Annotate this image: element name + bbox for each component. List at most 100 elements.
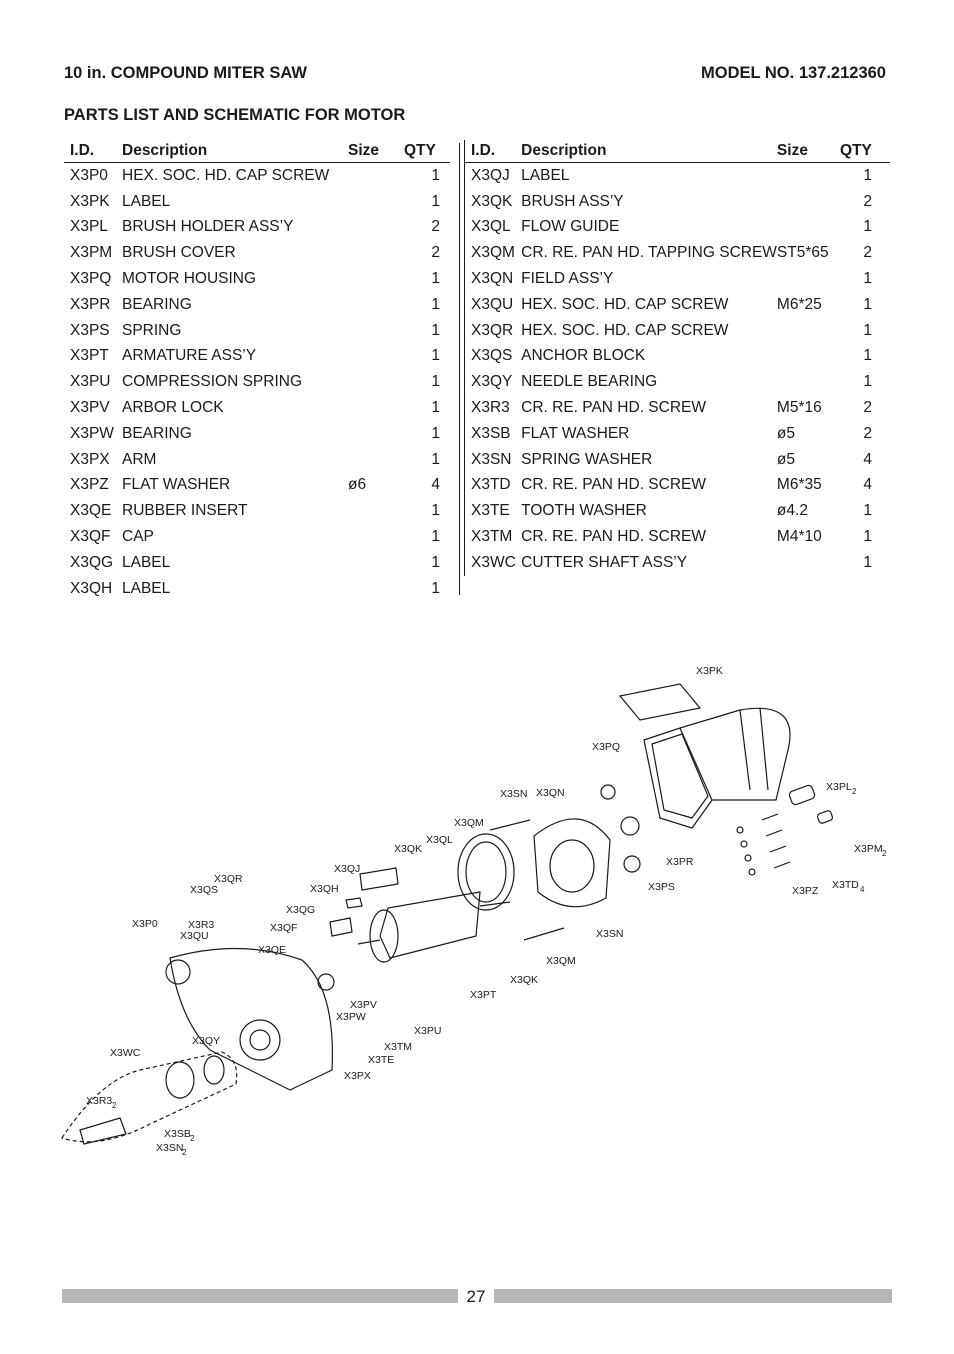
- part-qty: 1: [863, 166, 872, 184]
- part-id: X3PQ: [70, 270, 112, 288]
- part-qty: 1: [431, 399, 440, 417]
- part-id: X3QR: [471, 321, 514, 339]
- callout-x3pq: X3PQ: [592, 741, 620, 753]
- part-description: BRUSH HOLDER ASS’Y: [122, 218, 294, 236]
- part-size: ST5*65: [776, 244, 829, 262]
- part-description: COMPRESSION SPRING: [122, 373, 302, 391]
- part-id: X3PT: [70, 347, 109, 365]
- part-qty: 1: [431, 321, 440, 339]
- table-row: X3PL BRUSH HOLDER ASS’Y 2: [64, 215, 450, 241]
- part-id: X3QN: [471, 270, 514, 288]
- part-description: FLAT WASHER: [521, 424, 630, 442]
- part-description: CR. RE. PAN HD. SCREW: [521, 399, 707, 417]
- callout-x3pm: X3PM: [854, 843, 883, 855]
- part-id: X3PV: [70, 399, 110, 417]
- part-qty: 1: [863, 270, 872, 288]
- part-id: X3PL: [70, 218, 108, 236]
- section-title: PARTS LIST AND SCHEMATIC FOR MOTOR: [64, 106, 406, 124]
- part-description: CAP: [122, 528, 154, 546]
- part-size: M6*35: [776, 476, 822, 494]
- part-qty: 1: [431, 347, 440, 365]
- column-header-qty: QTY: [404, 140, 450, 163]
- screw-set-drawing: [736, 813, 791, 876]
- part-qty: 1: [863, 347, 872, 365]
- part-description: ARBOR LOCK: [122, 399, 224, 417]
- part-qty: 1: [863, 373, 872, 391]
- page-number: 27: [466, 1287, 486, 1306]
- part-id: X3QE: [70, 502, 112, 520]
- callout-x3qj: X3QJ: [334, 863, 360, 875]
- callout-x3pt: X3PT: [470, 989, 497, 1001]
- part-description: ARMATURE ASS’Y: [122, 347, 257, 365]
- part-size: [348, 318, 404, 344]
- label-part-drawing: [329, 917, 353, 937]
- column-header-size: Size: [348, 140, 404, 163]
- part-description: TOOTH WASHER: [521, 502, 647, 520]
- part-id: X3SN: [471, 450, 512, 468]
- flow-guide-drawing: [457, 833, 515, 911]
- part-qty: 1: [431, 579, 440, 597]
- part-qty: 2: [431, 218, 440, 236]
- column-header-id: I.D.: [464, 140, 522, 163]
- part-qty: 1: [431, 373, 440, 391]
- part-id: X3P0: [70, 166, 108, 184]
- callout-x3r3-bot: X3R3: [86, 1095, 112, 1107]
- motor-housing-drawing: [643, 707, 791, 829]
- callout-x3ps: X3PS: [648, 881, 675, 893]
- callout-x3pz: X3PZ: [792, 885, 819, 897]
- part-description: LABEL: [521, 166, 570, 184]
- callout-x3sn-bot-qty: 2: [182, 1148, 187, 1157]
- part-size: [348, 344, 404, 370]
- part-size: [348, 292, 404, 318]
- callout-x3pw: X3PW: [336, 1011, 366, 1023]
- part-size: [777, 344, 840, 370]
- callout-x3qy: X3QY: [192, 1035, 220, 1047]
- callout-x3qe: X3QE: [258, 944, 286, 956]
- part-size: [348, 524, 404, 550]
- column-header-size: Size: [776, 140, 841, 163]
- part-description: BRUSH COVER: [122, 244, 236, 262]
- part-id: X3TE: [471, 502, 510, 520]
- part-qty: 1: [431, 192, 440, 210]
- part-description: BEARING: [122, 424, 192, 442]
- table-header-row: I.D. Description Size QTY: [464, 140, 890, 163]
- footer-bar: [62, 1289, 458, 1303]
- part-qty: 2: [431, 244, 440, 262]
- part-size: ø5: [776, 424, 796, 442]
- callout-x3qg: X3QG: [286, 904, 315, 916]
- part-qty: 1: [431, 528, 440, 546]
- part-description: BEARING: [122, 295, 192, 313]
- part-qty: 1: [431, 295, 440, 313]
- part-size: [348, 395, 404, 421]
- part-size: [777, 215, 840, 241]
- part-description: FLOW GUIDE: [521, 218, 620, 236]
- part-qty: 2: [863, 424, 872, 442]
- part-size: [348, 421, 404, 447]
- part-qty: 2: [863, 399, 872, 417]
- schematic-drawing: [61, 683, 834, 1145]
- column-header-description: Description: [122, 140, 348, 163]
- part-size: [348, 550, 404, 576]
- part-description: LABEL: [122, 579, 171, 597]
- part-size: ø5: [776, 450, 796, 468]
- part-id: X3PK: [70, 192, 110, 210]
- part-qty: 4: [863, 450, 872, 468]
- part-qty: 2: [863, 192, 872, 210]
- callout-x3qf: X3QF: [270, 922, 297, 934]
- part-size: [348, 215, 404, 241]
- label-part-drawing: [618, 683, 702, 721]
- part-description: SPRING WASHER: [521, 450, 653, 468]
- part-description: FLAT WASHER: [122, 476, 231, 494]
